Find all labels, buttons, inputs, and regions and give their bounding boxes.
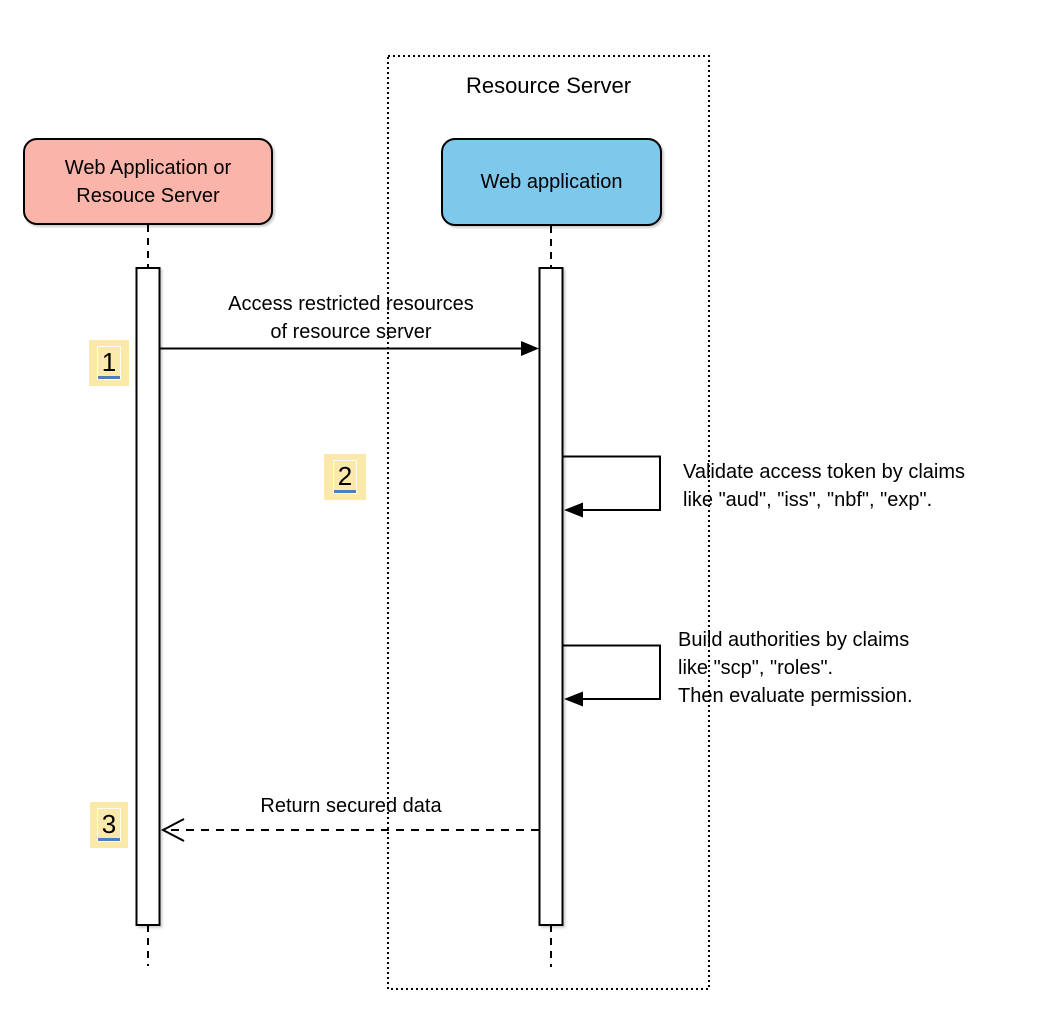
actor-client-label: Web Application or Resouce Server <box>64 156 232 207</box>
step-badge-1-number: 1 <box>96 346 122 380</box>
self-call-2-line <box>562 644 661 700</box>
return-arrowhead-icon <box>160 818 185 842</box>
actor-web-application[interactable]: Web application <box>441 138 662 226</box>
server-activation-bar <box>538 267 564 926</box>
message-4-label: Return secured data <box>260 795 442 817</box>
step-badge-2[interactable]: 2 <box>324 454 366 500</box>
self-call-1-arrowhead-icon <box>564 502 583 518</box>
actor-server-label: Web application <box>480 171 623 193</box>
message-1-arrowhead-icon <box>521 341 539 356</box>
message-3-label: Build authorities by claims like "scp", … <box>678 629 913 707</box>
self-call-2-arrowhead-icon <box>564 691 583 707</box>
step-badge-3-number: 3 <box>96 808 122 842</box>
message-1-label: Access restricted resources of resource … <box>228 293 474 343</box>
resource-server-boundary <box>387 55 710 990</box>
message-2-label: Validate access token by claims like "au… <box>683 461 965 511</box>
step-badge-1[interactable]: 1 <box>89 340 129 386</box>
step-badge-3[interactable]: 3 <box>90 802 128 848</box>
client-activation-bar <box>135 267 161 926</box>
self-call-1-line <box>562 455 661 511</box>
step-badge-2-number: 2 <box>332 460 358 494</box>
boundary-title: Resource Server <box>465 73 632 98</box>
actor-web-application-or-resource-server[interactable]: Web Application or Resouce Server <box>23 138 273 225</box>
